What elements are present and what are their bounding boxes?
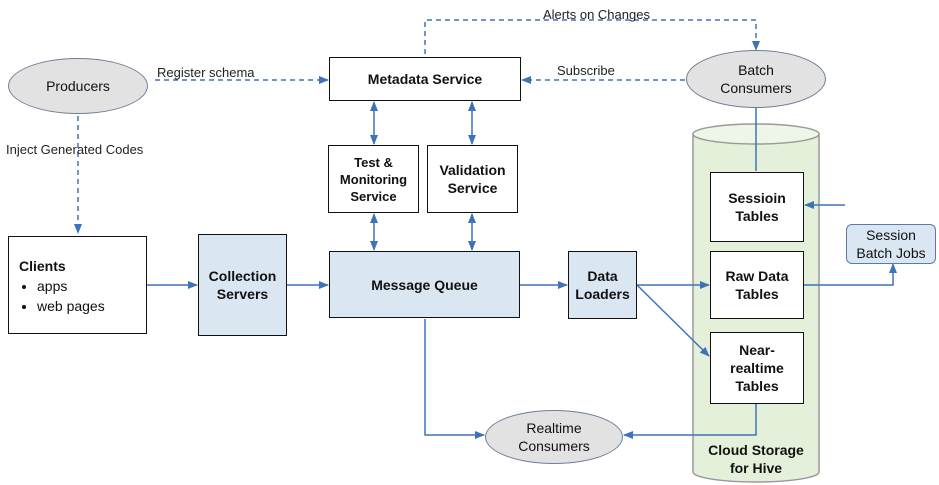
alerts-on-changes-label: Alerts on Changes xyxy=(543,7,650,22)
realtime-consumers-label: Realtime Consumers xyxy=(518,420,590,454)
collection-servers-label: Collection Servers xyxy=(208,268,277,302)
edge-raw-to-jobs xyxy=(803,263,897,286)
near-realtime-tables-label: Near- realtime Tables xyxy=(730,342,784,394)
cloud-storage-label: Cloud Storage for Hive xyxy=(708,442,804,476)
clients-item-web-pages: web pages xyxy=(37,297,105,315)
edge-loaders-near xyxy=(636,284,710,357)
raw-data-tables-node: Raw Data Tables xyxy=(710,251,804,319)
clients-node: Clients apps web pages xyxy=(8,236,147,334)
session-batch-jobs-label: Session Batch Jobs xyxy=(856,227,926,261)
batch-consumers-label: Batch Consumers xyxy=(720,62,792,96)
producers-node: Producers xyxy=(8,58,148,114)
register-schema-label: Register schema xyxy=(157,65,255,80)
data-loaders-node: Data Loaders xyxy=(568,251,637,319)
near-realtime-tables-node: Near- realtime Tables xyxy=(710,332,804,404)
metadata-service-node: Metadata Service xyxy=(329,57,521,101)
realtime-consumers-node: Realtime Consumers xyxy=(485,410,623,464)
session-tables-label: Sessioin Tables xyxy=(728,190,786,224)
message-queue-label: Message Queue xyxy=(371,276,478,293)
inject-codes-label: Inject Generated Codes xyxy=(6,142,144,157)
clients-title: Clients xyxy=(19,258,66,274)
validation-service-label: Validation Service xyxy=(439,162,506,196)
batch-consumers-node: Batch Consumers xyxy=(686,50,826,108)
edge-near-realtime xyxy=(623,404,757,439)
metadata-service-label: Metadata Service xyxy=(367,71,483,87)
producers-label: Producers xyxy=(46,78,110,94)
clients-item-apps: apps xyxy=(37,277,105,295)
collection-servers-node: Collection Servers xyxy=(198,234,287,336)
test-monitoring-node: Test & Monitoring Service xyxy=(328,145,419,213)
clients-list: apps web pages xyxy=(19,277,105,315)
validation-service-node: Validation Service xyxy=(427,145,518,213)
edge-alerts-on-changes xyxy=(424,19,760,72)
edge-queue-realtime xyxy=(424,319,485,439)
test-monitoring-label: Test & Monitoring Service xyxy=(339,154,408,204)
session-tables-node: Sessioin Tables xyxy=(710,172,804,242)
data-loaders-label: Data Loaders xyxy=(575,268,630,302)
session-batch-jobs-node: Session Batch Jobs xyxy=(846,224,936,264)
message-queue-node: Message Queue xyxy=(329,251,520,318)
subscribe-label: Subscribe xyxy=(557,63,615,78)
raw-data-tables-label: Raw Data Tables xyxy=(725,268,789,302)
